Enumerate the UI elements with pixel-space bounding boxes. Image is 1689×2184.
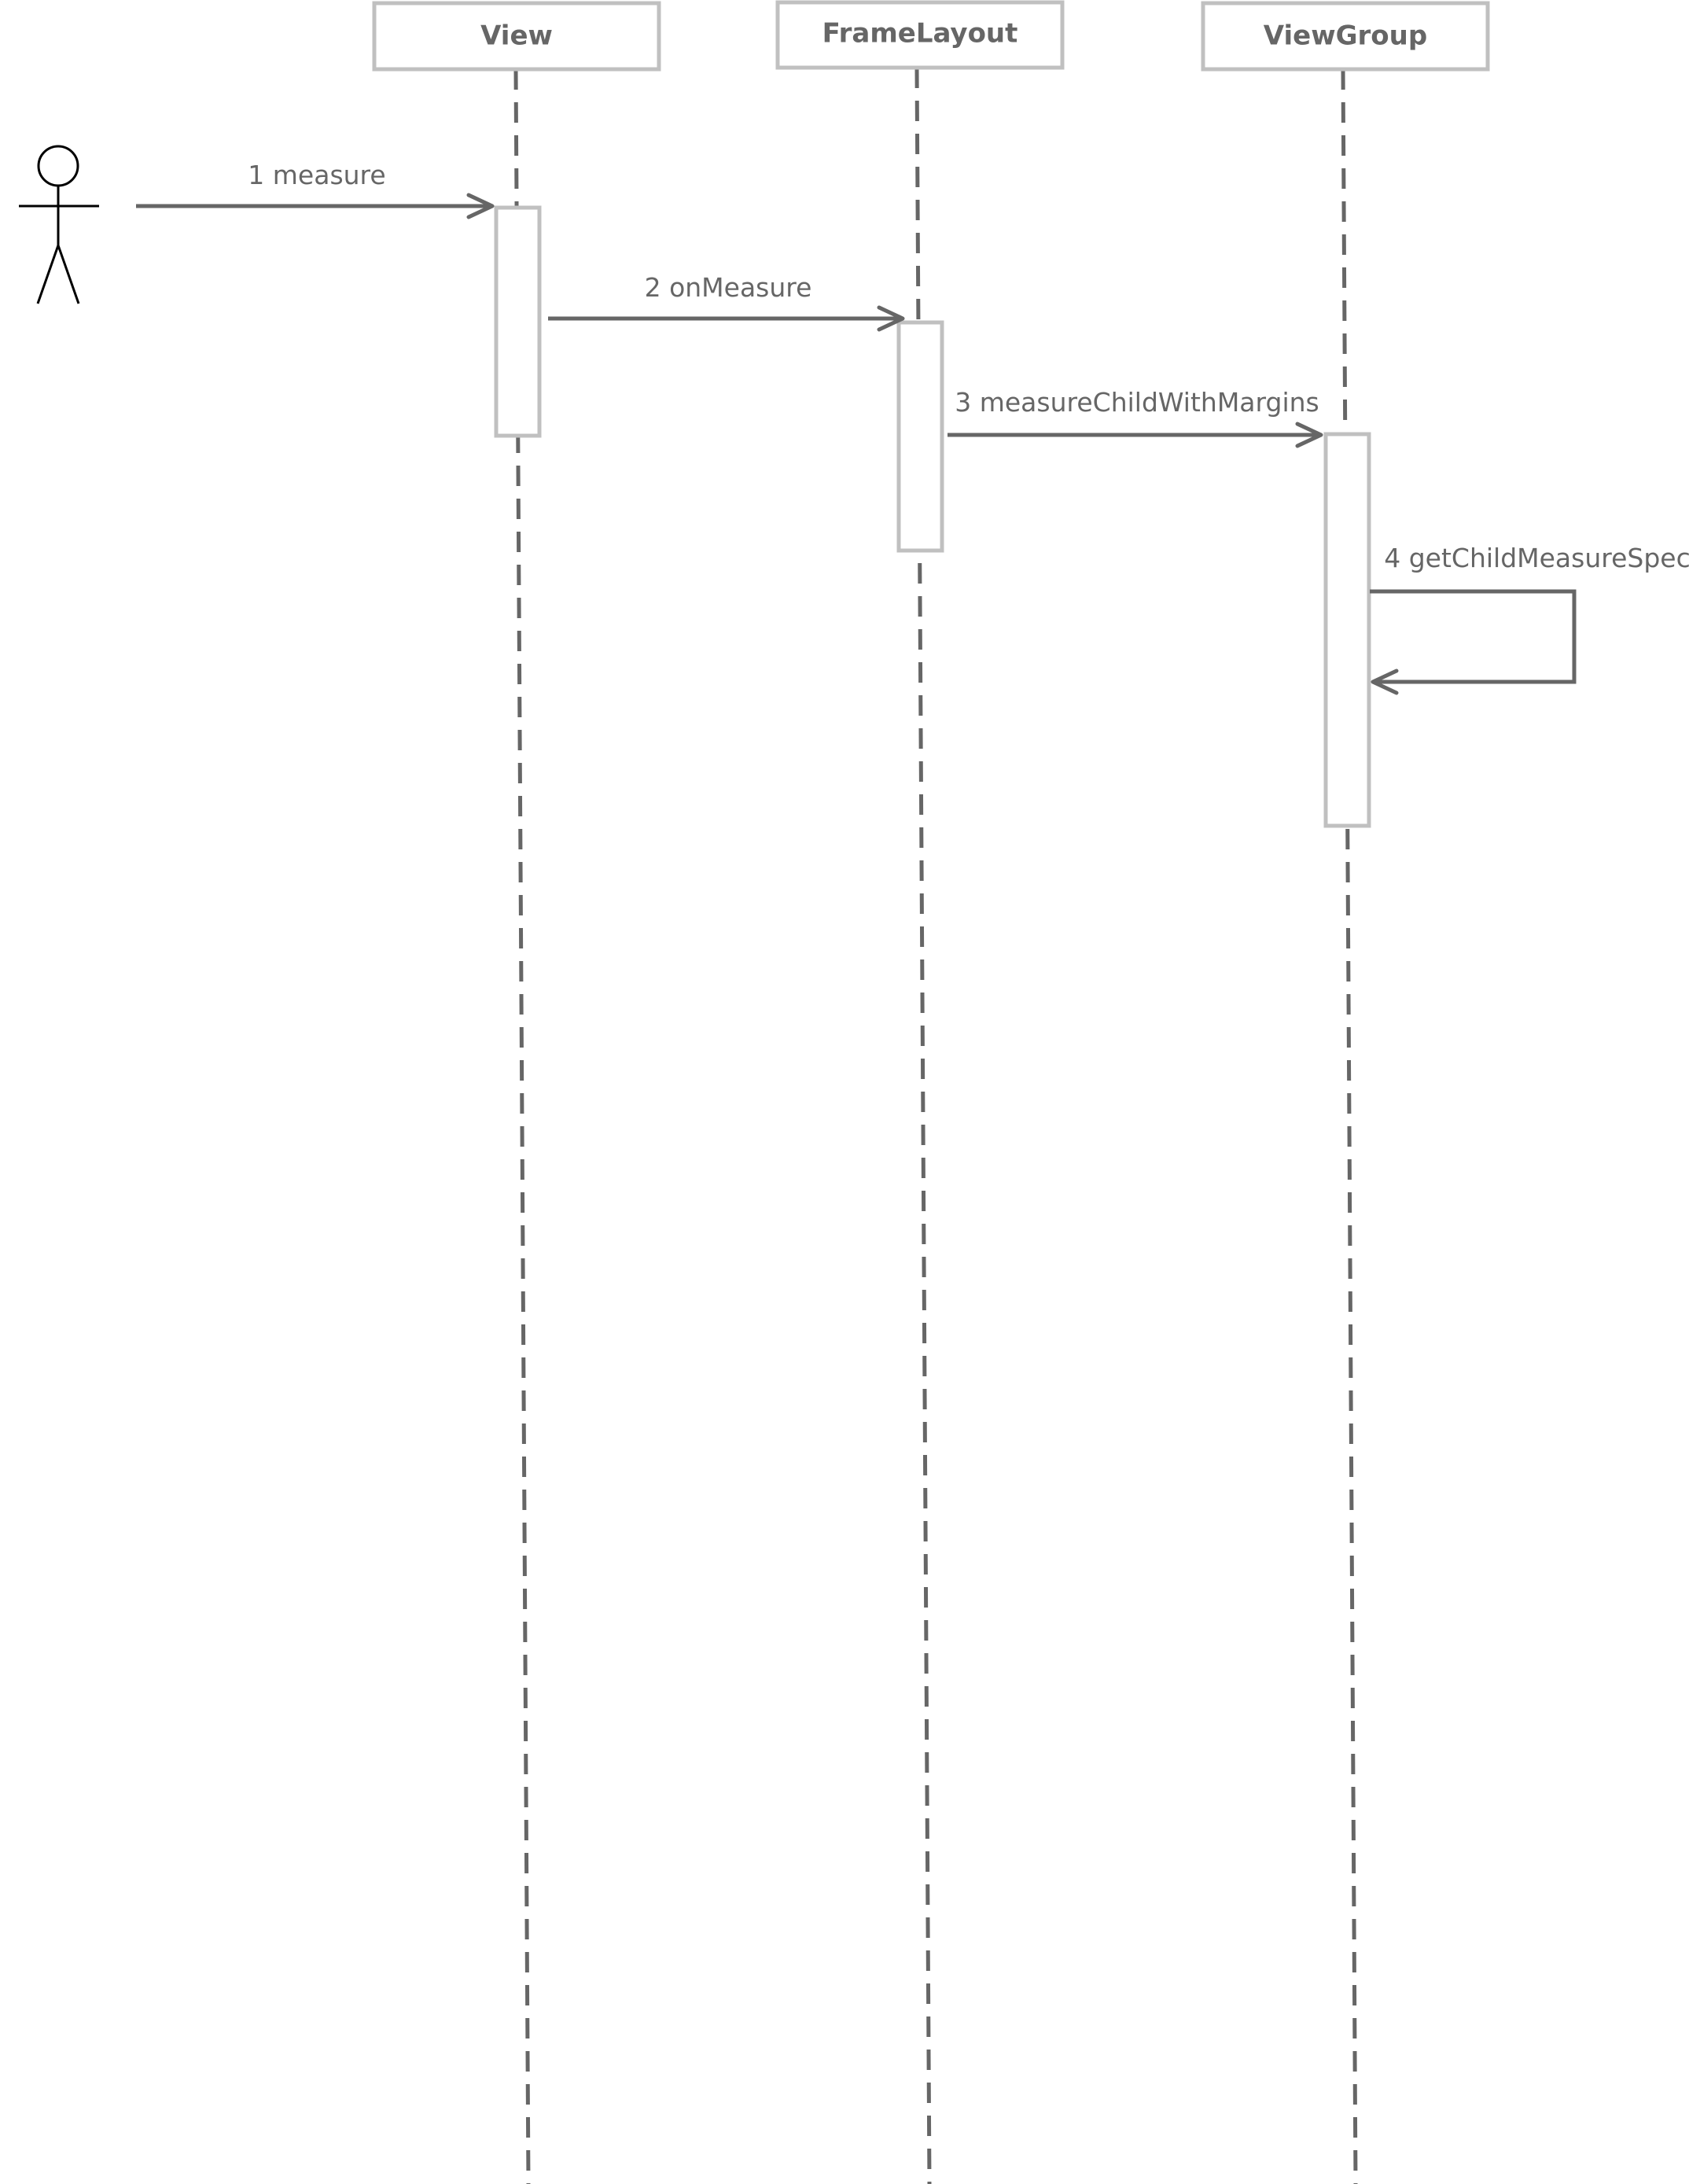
message-4-label: 4 getChildMeasureSpec	[1384, 543, 1689, 573]
message-3: 3 measureChildWithMargins	[948, 387, 1323, 448]
participant-view-label: View	[480, 20, 553, 52]
arrow-head-icon	[877, 305, 905, 332]
message-2: 2 onMeasure	[548, 272, 905, 332]
message-1: 1 measure	[136, 160, 495, 219]
activation-viewgroup	[1323, 432, 1371, 828]
activation-view	[494, 205, 542, 438]
lifeline-framelayout	[914, 67, 932, 2184]
message-2-label: 2 onMeasure	[645, 272, 812, 303]
lifeline-viewgroup	[1341, 68, 1358, 2184]
lifeline-view	[513, 68, 531, 2184]
participant-framelayout[interactable]: FrameLayout	[775, 0, 1065, 70]
actor-icon	[19, 145, 99, 304]
message-4: 4 getChildMeasureSpec	[1370, 543, 1689, 695]
message-3-label: 3 measureChildWithMargins	[955, 387, 1319, 418]
participant-viewgroup-label: ViewGroup	[1264, 20, 1427, 52]
activation-framelayout	[896, 320, 944, 553]
participant-framelayout-label: FrameLayout	[822, 18, 1018, 50]
arrow-head-icon	[1295, 422, 1323, 448]
message-1-label: 1 measure	[248, 160, 385, 190]
arrow-head-icon	[466, 193, 495, 219]
arrow-head-icon	[1371, 668, 1399, 695]
participant-view[interactable]: View	[372, 1, 661, 72]
participant-viewgroup[interactable]: ViewGroup	[1201, 1, 1490, 72]
